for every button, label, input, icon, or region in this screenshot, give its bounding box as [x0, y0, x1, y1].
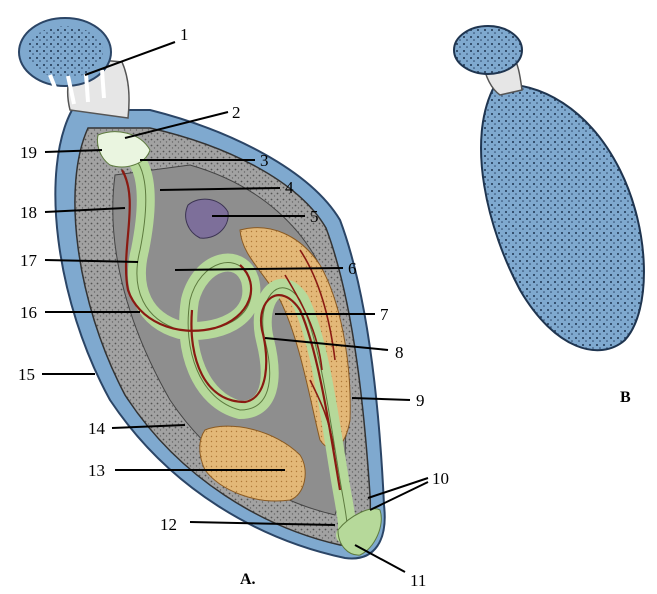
siphon-b: [454, 26, 522, 74]
label-3: 3: [260, 151, 269, 170]
label-10: 10: [432, 469, 449, 488]
leader-11: [355, 545, 405, 572]
panel-b-caption: B: [620, 389, 631, 406]
label-14: 14: [88, 419, 106, 438]
label-16: 16: [20, 303, 37, 322]
label-13: 13: [88, 461, 105, 480]
label-15: 15: [18, 365, 35, 384]
label-12: 12: [160, 515, 177, 534]
panel-a-caption: A.: [240, 571, 256, 588]
label-1: 1: [180, 25, 189, 44]
label-5: 5: [310, 207, 319, 226]
label-2: 2: [232, 103, 241, 122]
label-17: 17: [20, 251, 38, 270]
label-8: 8: [395, 343, 404, 362]
label-19: 19: [20, 143, 37, 162]
label-11: 11: [410, 571, 426, 590]
body-b: [481, 84, 644, 350]
oral-siphon: [19, 18, 129, 118]
label-9: 9: [416, 391, 425, 410]
label-4: 4: [285, 178, 294, 197]
label-7: 7: [380, 305, 389, 324]
label-6: 6: [348, 259, 357, 278]
label-18: 18: [20, 203, 37, 222]
panel-b-external-view: [454, 26, 644, 350]
panel-a-dissection: [19, 18, 385, 558]
